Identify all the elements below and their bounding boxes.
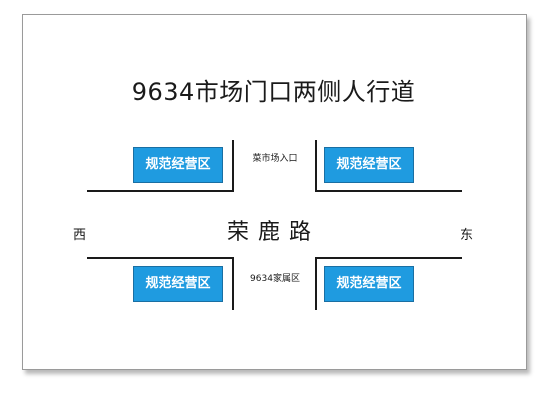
- zone-bottom-right: 规范经营区: [324, 266, 414, 302]
- zone-bottom-left: 规范经营区: [133, 266, 223, 302]
- residential-area-label: 9634家属区: [250, 274, 300, 284]
- market-entrance-label: 菜市场入口: [252, 154, 298, 164]
- road-edge-bottom-left: [87, 257, 234, 310]
- road-name: 荣鹿路: [226, 220, 320, 245]
- direction-west: 西: [73, 228, 87, 243]
- zone-top-left: 规范经营区: [133, 147, 223, 183]
- road-edge-bottom-right: [315, 257, 462, 310]
- direction-east: 东: [460, 228, 474, 243]
- road-edge-top-left: [87, 140, 234, 192]
- road-edge-top-right: [315, 140, 462, 192]
- diagram-title: 9634市场门口两侧人行道: [131, 78, 416, 106]
- zone-top-right: 规范经营区: [324, 147, 414, 183]
